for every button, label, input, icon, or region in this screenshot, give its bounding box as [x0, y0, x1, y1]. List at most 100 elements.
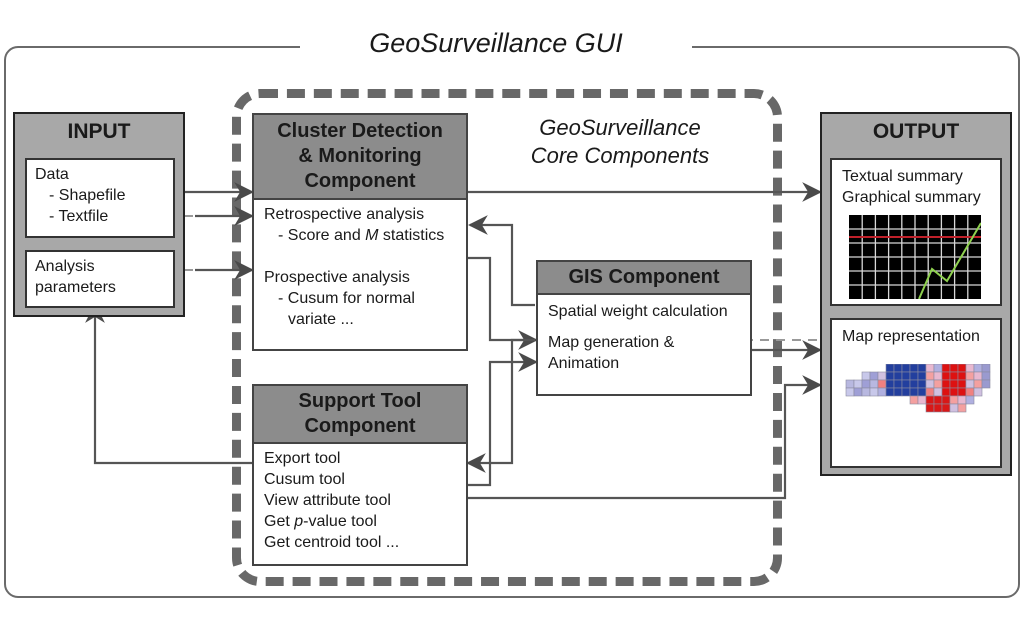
- map-county-cell: [949, 395, 959, 405]
- cusum-item-line1: - Cusum for normal: [278, 290, 415, 307]
- map-county-cell: [965, 395, 975, 405]
- map-county-cell: [925, 379, 935, 389]
- cluster-title-line2: & Monitoring: [298, 145, 422, 167]
- map-county-cell: [965, 371, 975, 381]
- pvalue-post: -value tool: [303, 513, 377, 530]
- support-title-line2: Component: [304, 415, 416, 437]
- map-county-cell: [901, 387, 911, 397]
- export-tool-item: Export tool: [264, 450, 341, 467]
- spatial-weight-item: Spatial weight calculation: [548, 303, 728, 320]
- map-county-cell: [941, 379, 951, 389]
- map-county-cell: [941, 364, 951, 373]
- map-county-cell: [885, 364, 895, 373]
- map-county-cell: [845, 379, 855, 389]
- textfile-item: - Textfile: [49, 208, 109, 225]
- map-county-cell: [949, 387, 959, 397]
- arrow-gis-to-support: [466, 338, 535, 473]
- pvalue-italic: p: [294, 513, 304, 530]
- textual-summary-label: Textual summary: [842, 168, 963, 185]
- params-line1: Analysis: [35, 258, 95, 275]
- cluster-title-line3: Component: [304, 170, 416, 192]
- map-county-cell: [917, 364, 927, 373]
- analysis-parameters-box[interactable]: Analysis parameters: [25, 250, 175, 308]
- retro-item-pre: - Score and: [278, 227, 366, 244]
- arrow-gis-to-retro: [468, 215, 535, 307]
- map-cells: [845, 364, 991, 413]
- map-county-cell: [933, 403, 943, 413]
- map-county-cell: [933, 379, 943, 389]
- map-county-cell: [941, 395, 951, 405]
- map-county-cell: [957, 387, 967, 397]
- map-county-cell: [893, 379, 903, 389]
- map-county-cell: [901, 379, 911, 389]
- map-county-cell: [909, 387, 919, 397]
- map-county-cell: [917, 371, 927, 381]
- summary-box[interactable]: Textual summary Graphical summary: [830, 158, 1002, 306]
- chart-series-line: [918, 222, 981, 299]
- core-title-line2: Core Components: [530, 143, 710, 168]
- map-county-cell: [957, 371, 967, 381]
- map-county-cell: [933, 395, 943, 405]
- map-county-cell: [877, 379, 887, 389]
- map-county-cell: [957, 379, 967, 389]
- map-county-cell: [973, 387, 983, 397]
- nc-choropleth-map: [845, 364, 991, 413]
- support-component-body: Export tool Cusum tool View attribute to…: [254, 444, 466, 557]
- input-data-box[interactable]: Data - Shapefile - Textfile: [25, 158, 175, 238]
- map-county-cell: [949, 364, 959, 373]
- map-county-cell: [925, 371, 935, 381]
- support-component-title: Support Tool Component: [254, 386, 466, 444]
- cusum-item-line2: variate ...: [288, 311, 354, 328]
- map-county-cell: [909, 379, 919, 389]
- map-county-cell: [917, 387, 927, 397]
- arrow-support-to-map: [468, 375, 822, 500]
- pvalue-pre: Get: [264, 513, 295, 530]
- score-m-statistics-item: - Score and M statistics: [264, 225, 456, 246]
- gis-component-title: GIS Component: [538, 262, 750, 295]
- map-county-cell: [901, 371, 911, 381]
- retro-item-italic: M: [365, 227, 379, 244]
- map-county-cell: [861, 371, 871, 381]
- support-tool-component: Support Tool Component Export tool Cusum…: [252, 384, 468, 566]
- output-title: OUTPUT: [872, 120, 960, 143]
- map-county-cell: [933, 387, 943, 397]
- map-county-cell: [877, 371, 887, 381]
- map-county-cell: [981, 364, 991, 373]
- view-attribute-tool-item: View attribute tool: [264, 492, 391, 509]
- map-representation-label: Map representation: [842, 328, 980, 345]
- gis-component: GIS Component Spatial weight calculation…: [536, 260, 752, 396]
- arrow-support-to-mapgen: [468, 352, 538, 487]
- core-title-line1: GeoSurveillance: [539, 115, 701, 140]
- map-representation-box[interactable]: Map representation: [830, 318, 1002, 468]
- map-county-cell: [845, 387, 855, 397]
- map-county-cell: [973, 371, 983, 381]
- arrow-support-to-params: [85, 303, 252, 465]
- support-title-line1: Support Tool: [298, 390, 422, 412]
- map-county-cell: [957, 395, 967, 405]
- map-county-cell: [885, 387, 895, 397]
- p-value-tool-item: Get p-value tool: [264, 511, 456, 532]
- map-county-cell: [861, 379, 871, 389]
- core-components-boundary: [232, 89, 782, 586]
- input-title: INPUT: [67, 120, 131, 143]
- cluster-detection-component: Cluster Detection & Monitoring Component…: [252, 113, 468, 351]
- cluster-title-line1: Cluster Detection: [277, 120, 443, 142]
- map-county-cell: [893, 371, 903, 381]
- map-county-cell: [973, 364, 983, 373]
- cluster-component-title: Cluster Detection & Monitoring Component: [254, 115, 466, 200]
- chart-grid: [849, 215, 981, 299]
- map-county-cell: [957, 364, 967, 373]
- map-county-cell: [877, 387, 887, 397]
- map-generation-line1: Map generation &: [548, 334, 675, 351]
- map-county-cell: [925, 364, 935, 373]
- map-county-cell: [965, 364, 975, 373]
- input-panel: INPUT Data - Shapefile - Textfile Analys…: [13, 112, 185, 317]
- map-county-cell: [949, 403, 959, 413]
- map-county-cell: [925, 395, 935, 405]
- map-county-cell: [909, 371, 919, 381]
- map-county-cell: [869, 371, 879, 381]
- retro-item-post: statistics: [378, 227, 445, 244]
- map-county-cell: [909, 395, 919, 405]
- map-county-cell: [957, 403, 967, 413]
